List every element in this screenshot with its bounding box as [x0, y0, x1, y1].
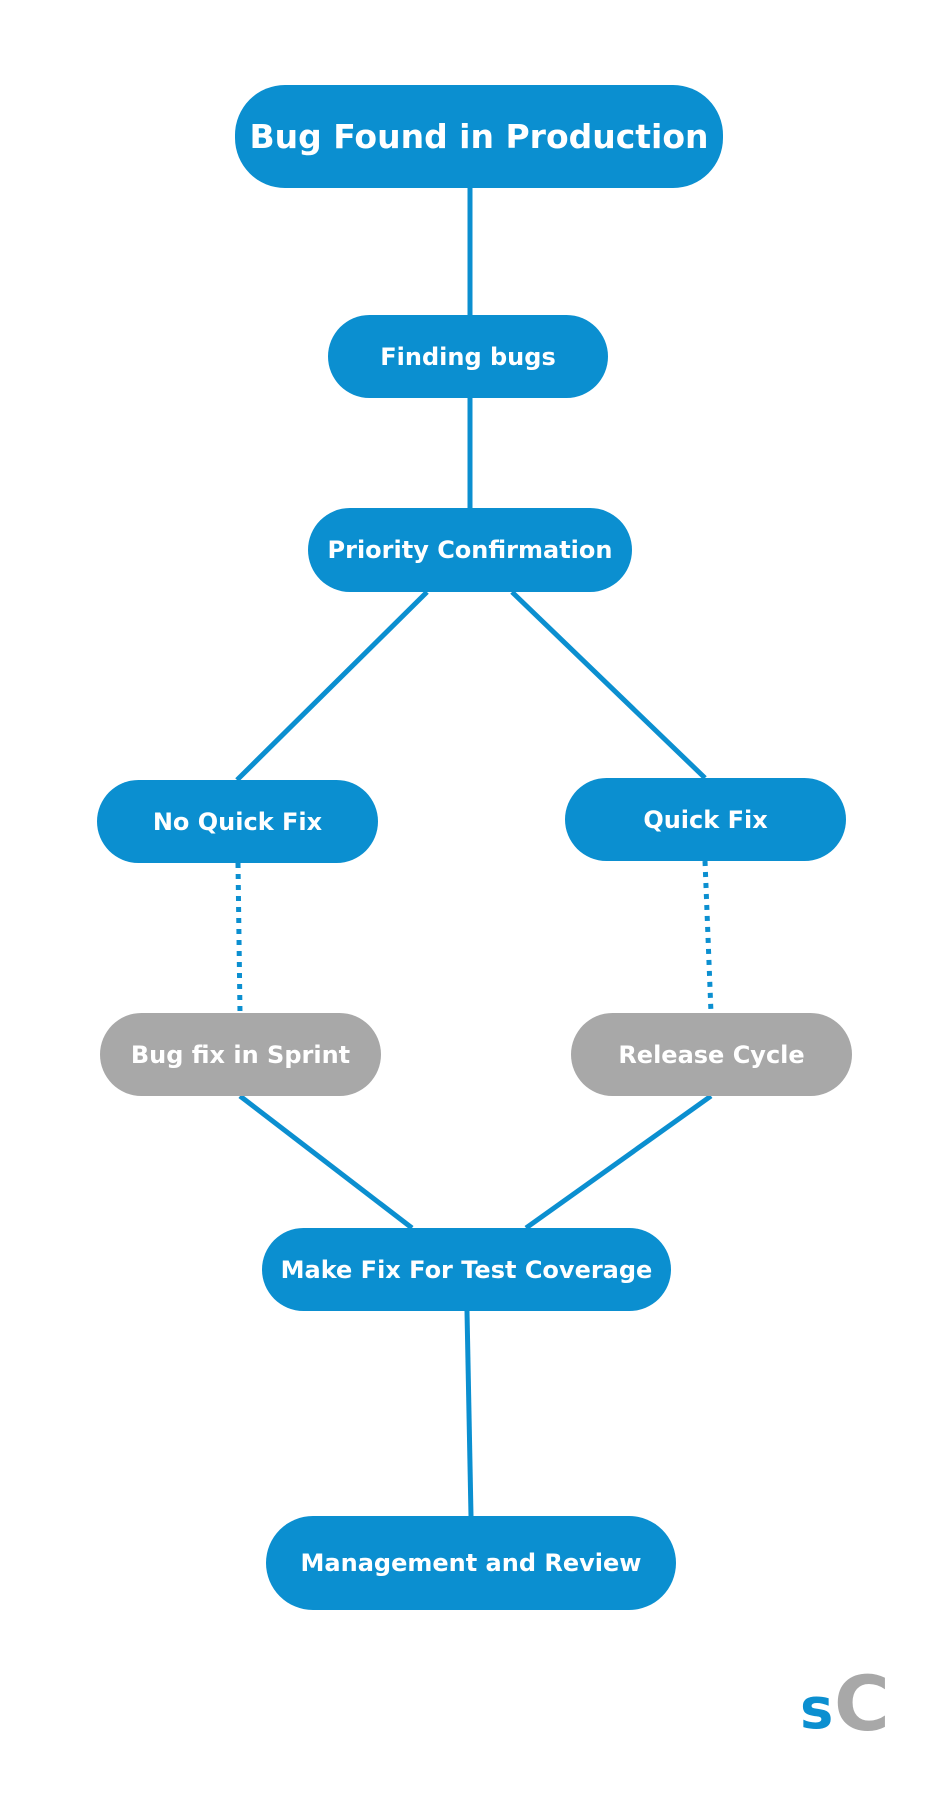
- node-no-quick-fix: No Quick Fix: [97, 780, 378, 863]
- connector-priority-to-quick-fix: [510, 590, 707, 780]
- node-quick-fix: Quick Fix: [565, 778, 846, 861]
- connector-release-to-make-fix: [524, 1093, 713, 1231]
- node-priority-confirmation: Priority Confirmation: [308, 508, 632, 592]
- connector-sprint-to-make-fix: [238, 1094, 414, 1230]
- node-bug-found-in-production: Bug Found in Production: [235, 85, 723, 188]
- logo-letter-c: C: [834, 1659, 890, 1748]
- node-release-cycle: Release Cycle: [571, 1013, 852, 1096]
- node-bug-fix-in-sprint: Bug fix in Sprint: [100, 1013, 381, 1096]
- connector-priority-to-no-quick-fix: [235, 590, 429, 782]
- logo-letter-s: s: [800, 1677, 833, 1742]
- connector-no-quick-fix-to-sprint: [235, 862, 243, 1014]
- connector-make-fix-to-management: [464, 1310, 474, 1517]
- node-management-and-review: Management and Review: [266, 1516, 676, 1610]
- connector-quick-fix-to-release: [702, 860, 714, 1014]
- node-finding-bugs: Finding bugs: [328, 315, 608, 398]
- node-make-fix-for-test-coverage: Make Fix For Test Coverage: [262, 1228, 671, 1311]
- brand-logo: C s: [798, 1666, 893, 1742]
